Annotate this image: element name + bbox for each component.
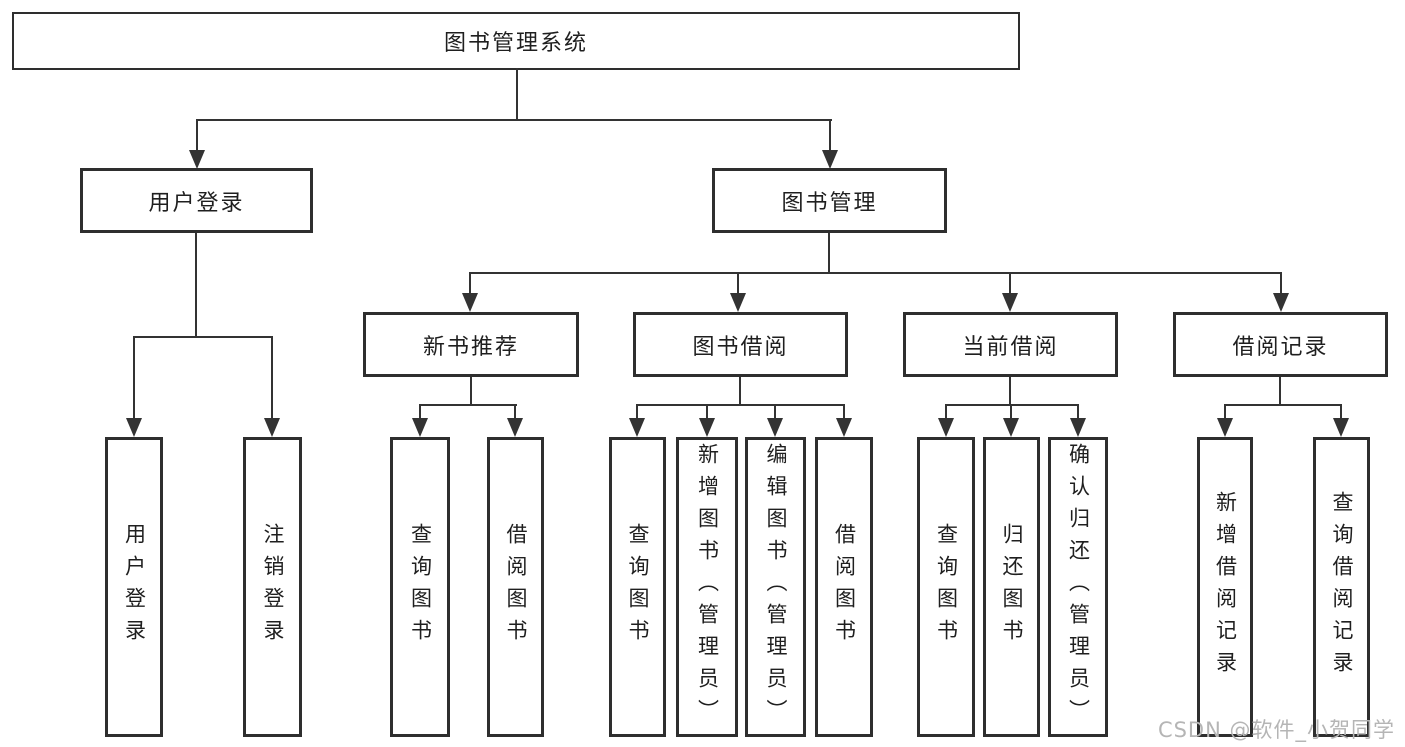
arrow-down-icon: [189, 150, 205, 169]
leaf-confirm-return-admin-label: 确认归还（管理员）: [1066, 443, 1091, 731]
node-borrowing-records: 借阅记录: [1173, 312, 1388, 377]
connector-line: [1224, 404, 1342, 406]
connector-line: [737, 272, 739, 296]
connector-line: [1280, 272, 1282, 296]
leaf-add-book-admin: 新增图书（管理员）: [676, 437, 738, 737]
leaf-query-borrow-record-label: 查询借阅记录: [1330, 491, 1354, 683]
node-borrowing-records-label: 借阅记录: [1232, 334, 1329, 360]
leaf-edit-book-admin-label: 编辑图书（管理员）: [764, 443, 788, 731]
connector-line: [271, 336, 273, 420]
leaf-logout: 注销登录: [243, 437, 302, 737]
arrow-down-icon: [1273, 293, 1289, 312]
connector-line: [636, 404, 638, 420]
arrow-down-icon: [1070, 418, 1086, 437]
connector-line: [1077, 404, 1079, 420]
connector-line: [514, 404, 516, 420]
arrow-down-icon: [1333, 418, 1349, 437]
leaf-borrow-books-recommend: 借阅图书: [487, 437, 544, 737]
connector-line: [945, 404, 1079, 406]
arrow-down-icon: [412, 418, 428, 437]
arrow-down-icon: [767, 418, 783, 437]
arrow-down-icon: [836, 418, 852, 437]
arrow-down-icon: [1002, 293, 1018, 312]
node-book-management-label: 图书管理: [781, 190, 878, 216]
leaf-query-books-recommend-label: 查询图书: [408, 523, 433, 651]
node-book-borrowing: 图书借阅: [633, 312, 848, 377]
leaf-return-book: 归还图书: [983, 437, 1040, 737]
node-current-borrowing: 当前借阅: [903, 312, 1118, 377]
connector-line: [1224, 404, 1226, 420]
leaf-query-books-current-label: 查询图书: [934, 523, 959, 651]
root-node-label: 图书管理系统: [443, 31, 588, 56]
connector-line: [706, 404, 708, 420]
connector-line: [133, 336, 135, 420]
arrow-down-icon: [1217, 418, 1233, 437]
connector-line: [195, 233, 197, 338]
arrow-down-icon: [822, 150, 838, 169]
leaf-query-books-borrowing-label: 查询图书: [626, 523, 650, 651]
leaf-query-borrow-record: 查询借阅记录: [1313, 437, 1370, 737]
root-node: 图书管理系统: [12, 12, 1020, 70]
leaf-user-login: 用户登录: [105, 437, 163, 737]
leaf-user-login-label: 用户登录: [122, 523, 147, 651]
leaf-add-book-admin-label: 新增图书（管理员）: [695, 443, 720, 731]
connector-line: [1009, 272, 1011, 296]
connector-line: [828, 233, 830, 274]
connector-line: [739, 377, 741, 406]
connector-line: [1279, 377, 1281, 406]
leaf-add-borrow-record: 新增借阅记录: [1197, 437, 1253, 737]
node-user-login: 用户登录: [80, 168, 313, 233]
connector-line: [469, 272, 1282, 274]
arrow-down-icon: [699, 418, 715, 437]
csdn-watermark: CSDN @软件_小贺同学: [1157, 718, 1395, 742]
node-book-borrowing-label: 图书借阅: [692, 334, 789, 360]
connector-line: [636, 404, 845, 406]
connector-line: [133, 336, 273, 338]
leaf-borrow-books-borrowing: 借阅图书: [815, 437, 873, 737]
arrow-down-icon: [507, 418, 523, 437]
leaf-borrow-books-borrowing-label: 借阅图书: [832, 523, 857, 651]
connector-line: [1009, 377, 1011, 406]
arrow-down-icon: [264, 418, 280, 437]
connector-line: [516, 68, 518, 121]
node-book-management: 图书管理: [712, 168, 947, 233]
connector-line: [419, 404, 421, 420]
connector-line: [843, 404, 845, 420]
connector-line: [419, 404, 517, 406]
connector-line: [470, 377, 472, 406]
arrow-down-icon: [730, 293, 746, 312]
leaf-query-books-borrowing: 查询图书: [609, 437, 666, 737]
node-current-borrowing-label: 当前借阅: [962, 334, 1059, 360]
leaf-add-borrow-record-label: 新增借阅记录: [1213, 491, 1238, 683]
connector-line: [774, 404, 776, 420]
leaf-return-book-label: 归还图书: [1000, 523, 1024, 651]
connector-line: [945, 404, 947, 420]
arrow-down-icon: [126, 418, 142, 437]
node-user-login-label: 用户登录: [148, 190, 245, 216]
leaf-confirm-return-admin: 确认归还（管理员）: [1048, 437, 1108, 737]
arrow-down-icon: [629, 418, 645, 437]
node-new-book-recommendation-label: 新书推荐: [422, 334, 519, 360]
connector-line: [469, 272, 471, 296]
leaf-borrow-books-recommend-label: 借阅图书: [504, 523, 528, 651]
leaf-query-books-recommend: 查询图书: [390, 437, 450, 737]
node-new-book-recommendation: 新书推荐: [363, 312, 579, 377]
connector-line: [829, 119, 831, 153]
arrow-down-icon: [1003, 418, 1019, 437]
arrow-down-icon: [462, 293, 478, 312]
arrow-down-icon: [938, 418, 954, 437]
leaf-edit-book-admin: 编辑图书（管理员）: [745, 437, 806, 737]
leaf-logout-label: 注销登录: [261, 523, 285, 651]
connector-line: [196, 119, 198, 153]
connector-line: [1010, 404, 1012, 420]
connector-line: [1340, 404, 1342, 420]
connector-line: [196, 119, 832, 121]
leaf-query-books-current: 查询图书: [917, 437, 975, 737]
